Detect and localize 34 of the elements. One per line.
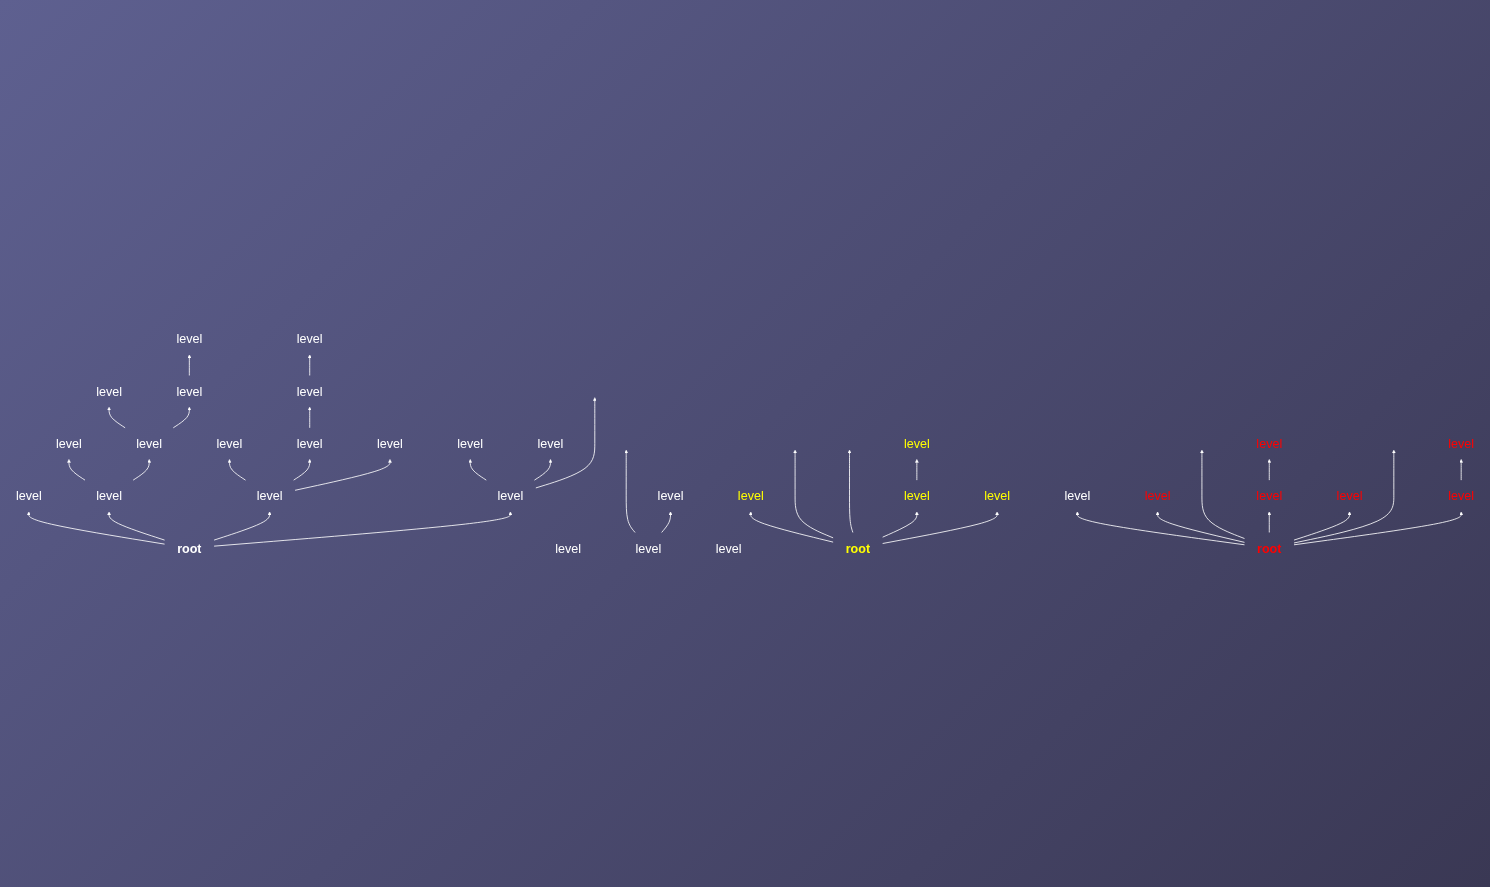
node-text: level	[903, 488, 930, 503]
node-text: level	[176, 384, 203, 399]
node-text: level	[635, 541, 662, 556]
node-text: level	[96, 384, 122, 399]
node-text: level	[657, 488, 684, 503]
node-text: level	[537, 436, 564, 451]
node-text: level	[1064, 488, 1091, 503]
node-text: root	[845, 541, 871, 556]
node-text: level	[56, 436, 82, 451]
node-text: level	[1448, 436, 1475, 451]
node-text: level	[457, 436, 484, 451]
node-text: level	[737, 488, 764, 503]
node-text: level	[1336, 488, 1363, 503]
node-text: level	[1256, 436, 1283, 451]
node-text: level	[296, 384, 323, 399]
node-text: level	[136, 436, 163, 451]
node-text: level	[377, 436, 403, 451]
node-text: root	[177, 541, 202, 556]
node-text: level	[296, 436, 323, 451]
node-text: level	[296, 331, 323, 346]
node-text: level	[216, 436, 243, 451]
node-text: level	[176, 331, 203, 346]
node-text: level	[984, 488, 1011, 503]
node-text: level	[1256, 488, 1283, 503]
node-text: level	[1448, 488, 1475, 503]
node-text: level	[497, 488, 524, 503]
node-text: level	[715, 541, 742, 556]
node-text: root	[1257, 541, 1282, 556]
node-text: level	[903, 436, 930, 451]
node-text: level	[96, 488, 122, 503]
node-text: level	[15, 488, 42, 503]
node-text: level	[555, 541, 582, 556]
node-text: level	[1144, 488, 1171, 503]
node-text: level	[256, 488, 283, 503]
